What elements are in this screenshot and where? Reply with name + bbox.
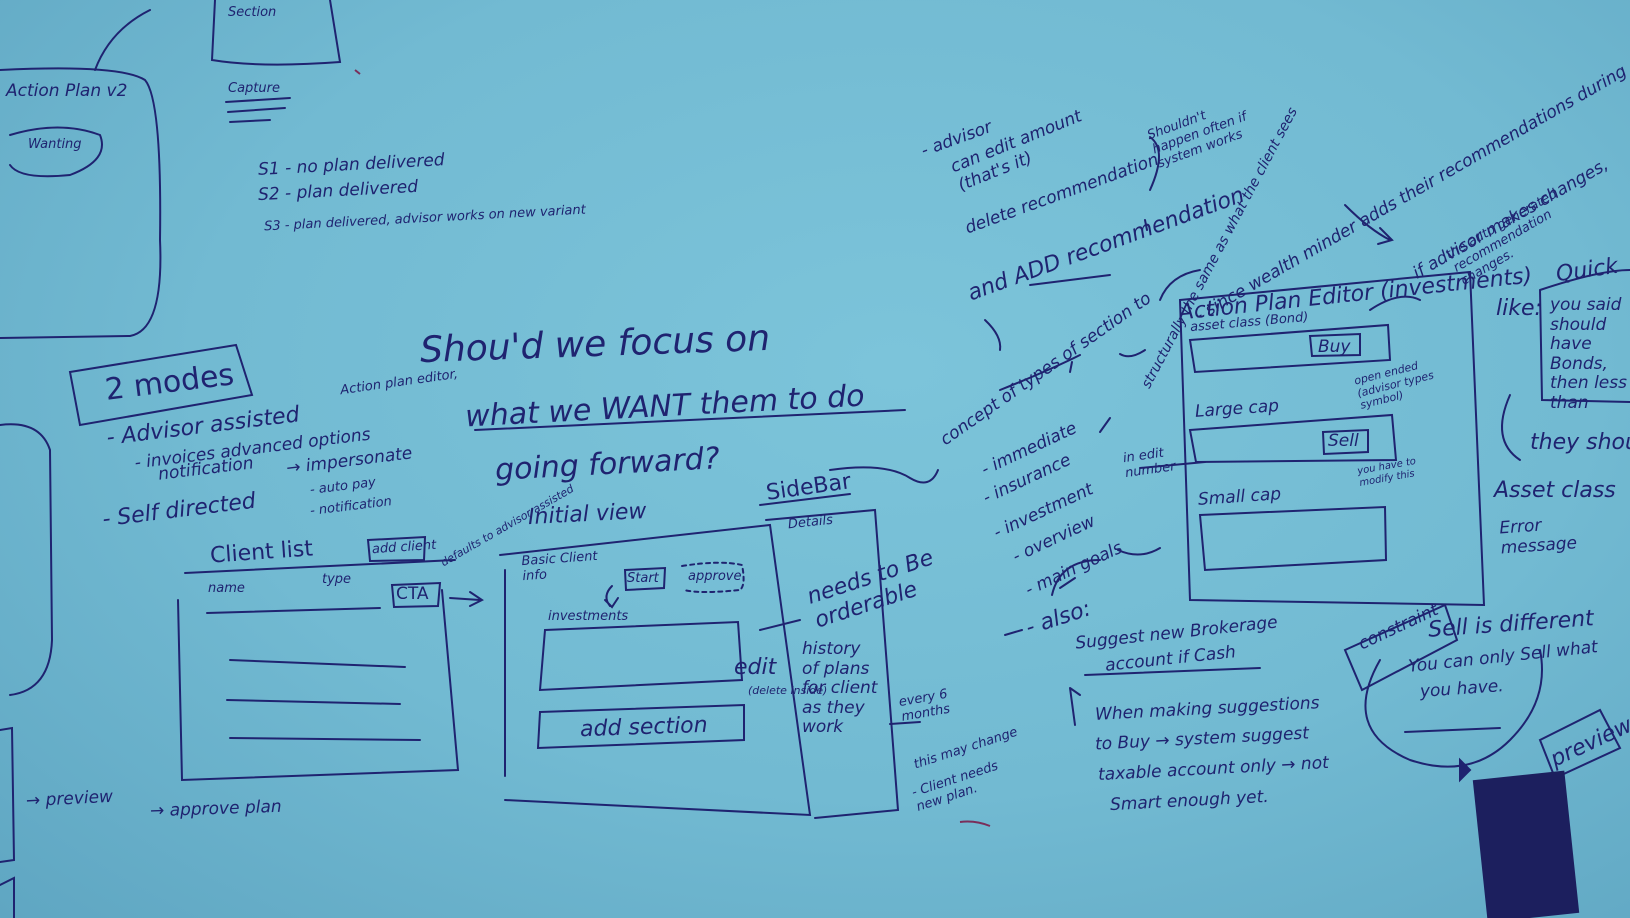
action-plan-label: Action Plan v2 — [6, 81, 128, 101]
name-column: name — [208, 581, 245, 596]
section-note: Section — [228, 5, 277, 20]
basic-info-label: Basic Client info — [520, 548, 599, 585]
investments-label: investments — [548, 609, 629, 624]
sell-button: Sell — [1328, 431, 1359, 451]
capture-label: Capture — [228, 81, 280, 96]
add-section-button: add section — [579, 712, 709, 743]
edit-subnote: (delete inside) — [748, 684, 828, 697]
type-column: type — [322, 572, 352, 587]
buy-button: Buy — [1318, 337, 1351, 357]
whiteboard-eraser — [1472, 770, 1580, 918]
start-button: Start — [627, 571, 659, 586]
like-note: like: — [1496, 296, 1542, 321]
wanting-label: Wanting — [28, 137, 82, 152]
cta-button: CTA — [396, 584, 429, 604]
approve-button: approve — [688, 569, 742, 584]
they-should-note: they should — [1530, 430, 1630, 455]
asset-class-note: Asset class — [1494, 478, 1616, 503]
edit-note: edit — [734, 655, 777, 680]
history-note: history of plans for client as they work — [802, 639, 878, 738]
you-said-note: you said should have Bonds, then less th… — [1550, 295, 1627, 413]
error-message-note: Error message — [1498, 515, 1578, 558]
